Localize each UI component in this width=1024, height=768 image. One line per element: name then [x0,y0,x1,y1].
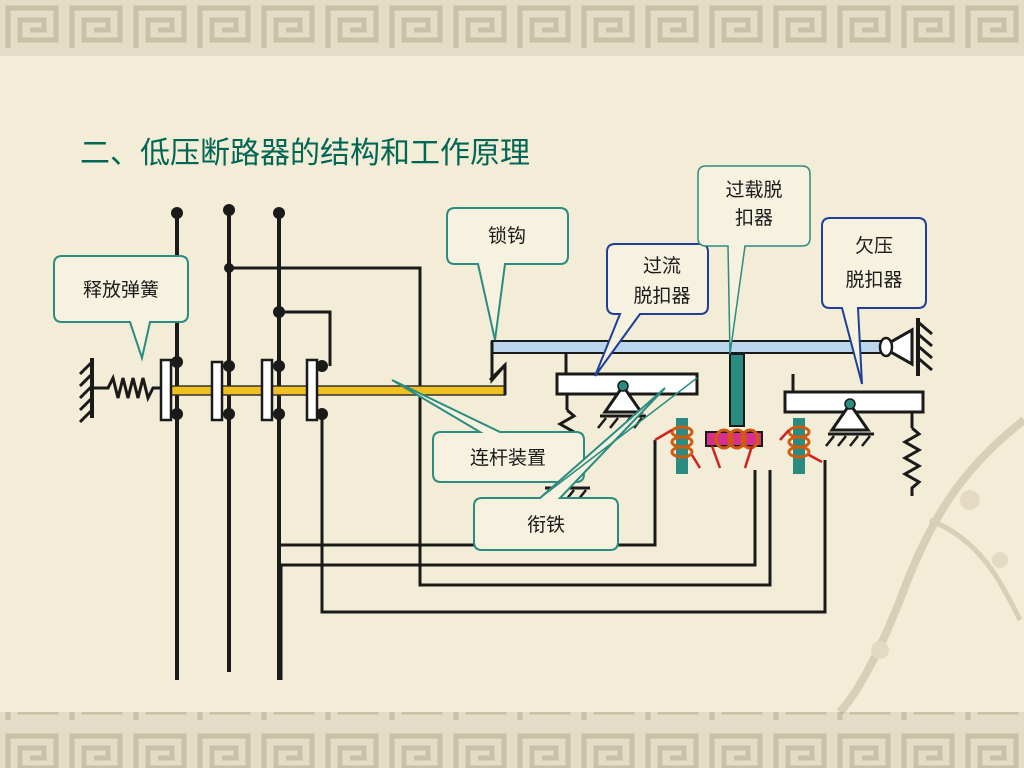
wire-undervoltage [320,414,827,614]
top-border-pattern [0,0,1024,56]
callout-armature: 衔铁 [473,377,698,551]
release-spring-assembly [78,358,162,424]
overload-element [705,353,763,469]
undervoltage-coil [779,418,823,474]
moving-contacts [159,358,319,422]
wire-overcurrent [279,440,657,547]
label-release-spring: 释放弹簧 [83,279,159,301]
label-linkage: 连杆装置 [470,447,546,469]
label-undervoltage-2: 脱扣器 [845,269,902,291]
label-overload-1: 过载脱 [725,179,782,201]
label-latch-hook: 锁钩 [488,225,526,247]
label-overcurrent-2: 脱扣器 [633,285,690,307]
callout-undervoltage: 欠压 脱扣器 [821,217,927,385]
undervoltage-spring [901,426,923,496]
overcurrent-coil [654,418,702,474]
trip-bar-assembly [490,318,933,392]
callout-release-spring: 释放弹簧 [53,255,189,362]
label-armature: 衔铁 [527,514,565,536]
latch-hook [490,341,507,385]
main-poles [175,210,281,680]
callout-overload: 过载脱 扣器 [697,165,811,355]
callout-overcurrent: 过流 脱扣器 [594,243,709,377]
trip-bar [491,340,883,354]
label-overcurrent-1: 过流 [643,255,681,277]
label-undervoltage-1: 欠压 [855,235,893,257]
undervoltage-armature [783,390,925,496]
release-spring [92,373,162,403]
callout-latch-hook: 锁钩 [446,207,569,341]
callout-linkage: 连杆装置 [391,379,585,483]
slide-title: 二、低压断路器的结构和工作原理 [80,136,530,171]
label-overload-2: 扣器 [735,207,773,229]
wire-overload [229,266,772,587]
control-wiring [229,266,827,680]
decorative-branch [837,416,1024,715]
bottom-border-pattern [0,712,1024,768]
